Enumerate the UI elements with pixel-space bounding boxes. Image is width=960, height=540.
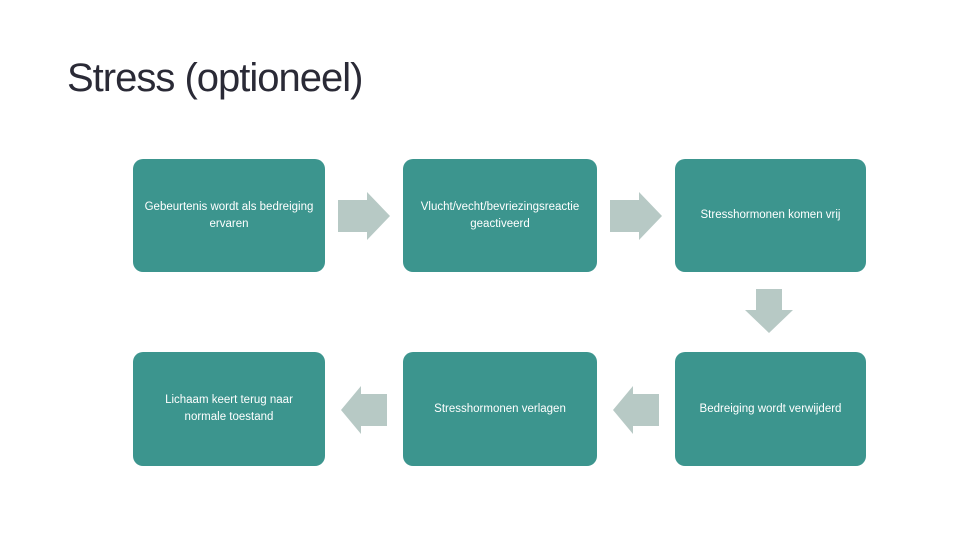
slide-title: Stress (optioneel) xyxy=(67,56,363,100)
flow-node-vlucht-vecht: Vlucht/vecht/bevriezingsreactie geactive… xyxy=(403,159,597,272)
arrow-right-icon xyxy=(338,192,390,240)
arrow-left-icon xyxy=(613,386,659,434)
flow-node-stresshormonen-verlagen: Stresshormonen verlagen xyxy=(403,352,597,466)
flow-node-lichaam-normale-toestand: Lichaam keert terug naar normale toestan… xyxy=(133,352,325,466)
arrow-down-icon xyxy=(745,289,793,333)
arrow-left-icon xyxy=(341,386,387,434)
flow-node-gebeurtenis: Gebeurtenis wordt als bedreiging ervaren xyxy=(133,159,325,272)
flow-node-stresshormonen-vrij: Stresshormonen komen vrij xyxy=(675,159,866,272)
arrow-right-icon xyxy=(610,192,662,240)
flow-node-bedreiging-verwijderd: Bedreiging wordt verwijderd xyxy=(675,352,866,466)
